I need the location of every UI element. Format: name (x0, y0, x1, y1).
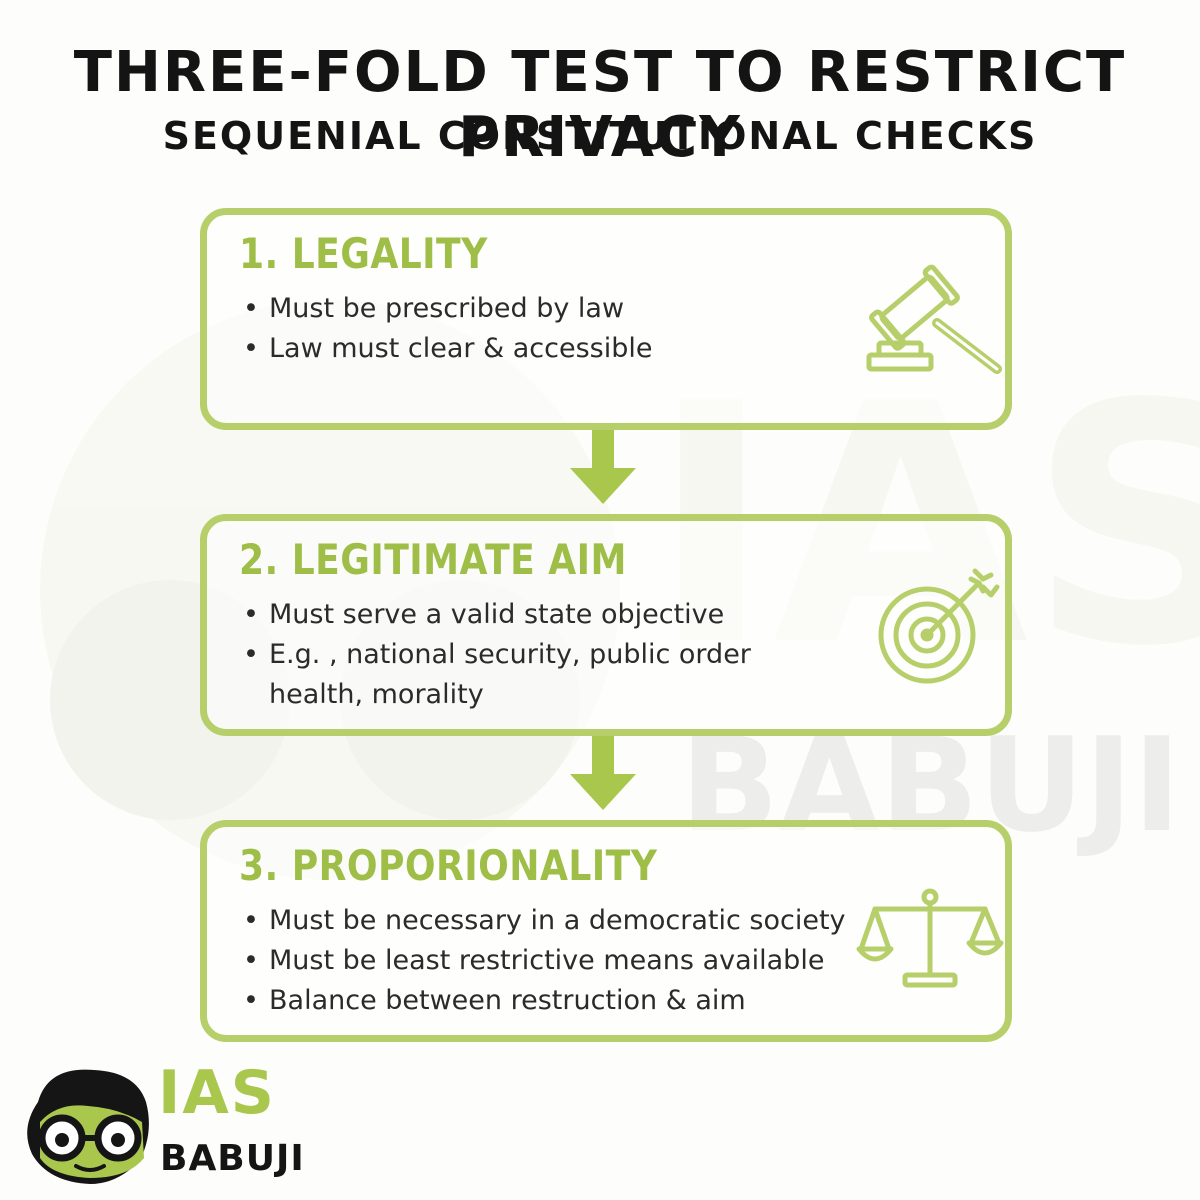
step-2-bullets: Must serve a valid state objective E.g. … (243, 595, 751, 715)
step-3-title: 3. PROPORIONALITY (239, 841, 658, 890)
scales-icon (856, 888, 1004, 988)
step-3-bullet-2: Must be least restrictive means availabl… (243, 941, 846, 981)
down-arrow-2-icon (570, 736, 636, 810)
step-legitimate-aim-box: 2. LEGITIMATE AIM Must serve a valid sta… (200, 514, 1012, 736)
step-3-bullet-3: Balance between restruction & aim (243, 981, 846, 1021)
gavel-icon (866, 264, 1002, 374)
ias-babuji-logo (27, 1069, 149, 1184)
step-1-title: 1. LEGALITY (239, 229, 488, 278)
step-2-bullet-1: Must serve a valid state objective (243, 595, 751, 635)
step-1-bullet-2: Law must clear & accessible (243, 329, 652, 369)
step-3-bullets: Must be necessary in a democratic societ… (243, 901, 846, 1021)
step-1-bullets: Must be prescribed by law Law must clear… (243, 289, 652, 369)
target-icon (878, 568, 1000, 684)
logo-text-ias: IAS (158, 1058, 276, 1128)
step-2-title: 2. LEGITIMATE AIM (239, 535, 627, 584)
step-1-bullet-1: Must be prescribed by law (243, 289, 652, 329)
page-title: THREE-FOLD TEST TO RESTRICT PRIVACY (73, 40, 1127, 170)
logo-text-babuji: BABUJI (160, 1138, 305, 1179)
step-2-bullet-2-line-1: E.g. , national security, public order (269, 639, 751, 670)
step-3-bullet-1: Must be necessary in a democratic societ… (243, 901, 846, 941)
step-legality-box: 1. LEGALITY Must be prescribed by law La… (200, 208, 1012, 430)
step-2-bullet-2-line-2: health, morality (269, 679, 484, 710)
down-arrow-1-icon (570, 430, 636, 504)
step-proportionality-box: 3. PROPORIONALITY Must be necessary in a… (200, 820, 1012, 1042)
page-subtitle: SEQUENIAL CONSTITUTIONAL CHECKS (162, 114, 1038, 158)
step-2-bullet-2: E.g. , national security, public order h… (243, 635, 751, 715)
